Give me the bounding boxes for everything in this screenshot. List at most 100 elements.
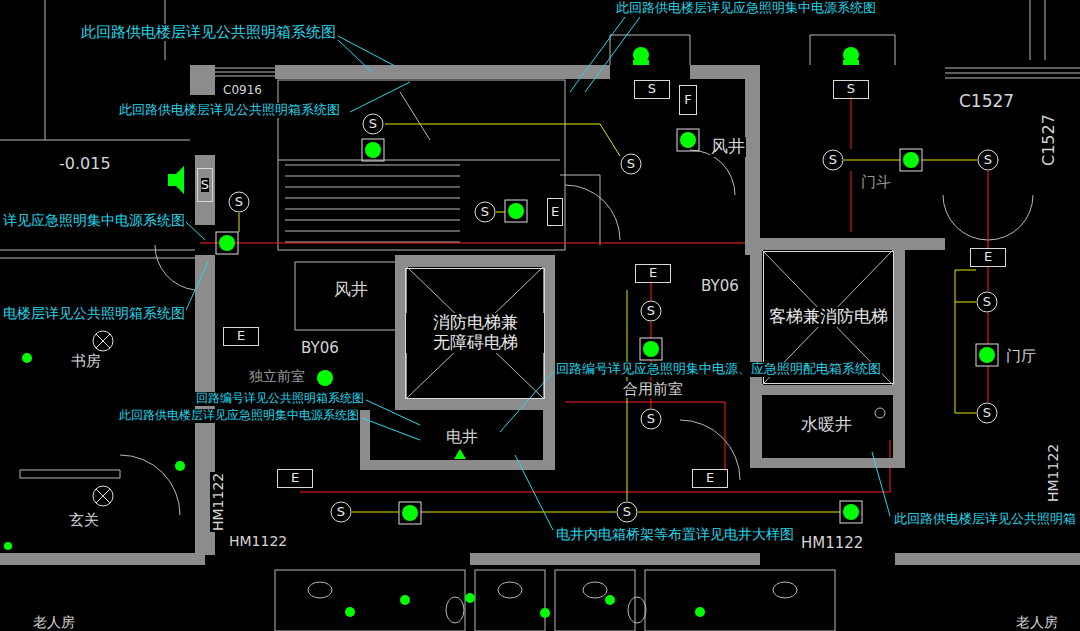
wall <box>750 385 905 395</box>
switch-wire <box>385 124 620 156</box>
leader-line <box>872 452 890 516</box>
wall <box>360 460 555 470</box>
circle-outline <box>229 192 249 212</box>
green-lamp <box>345 607 355 617</box>
architecture-line <box>1030 0 1045 60</box>
architecture-line <box>498 582 522 598</box>
ceiling-lamp <box>216 232 238 254</box>
exit-sign-box: S <box>634 80 670 99</box>
exit-sign-box: S <box>197 168 213 202</box>
emergency-box: E <box>692 469 728 488</box>
room-lamp <box>93 331 113 351</box>
room-label: 玄关 <box>68 512 100 529</box>
wall <box>0 65 1080 565</box>
architecture-line <box>583 582 607 598</box>
green-lamp <box>4 47 859 618</box>
room-label: 风井 <box>710 137 746 157</box>
architecture-line <box>875 408 885 418</box>
switch-circle: S <box>616 501 638 523</box>
switch-wire <box>239 212 505 232</box>
green-lamp <box>465 593 475 603</box>
symbol-letter: S <box>235 195 243 210</box>
annotation-note: 此回路供电楼层详见应急照明集中电源系统图 <box>615 1 877 16</box>
room-label: 合用前室 <box>622 381 684 398</box>
circle-outline <box>977 403 997 423</box>
leader-line <box>570 17 640 92</box>
leader-line <box>362 400 420 440</box>
room-label: HM1122 <box>1045 443 1061 503</box>
room-label: C0916 <box>222 84 263 98</box>
symbol-letter: S <box>983 406 991 421</box>
annotation-note: 此回路供电楼层详见公共照明箱系统图 <box>80 24 337 41</box>
circle-outline <box>978 150 998 170</box>
wall <box>395 398 555 410</box>
ceiling-lamp <box>840 501 862 523</box>
green-lamp <box>695 607 705 617</box>
symbol-letter: E <box>551 205 559 220</box>
switch-circle: S <box>330 501 352 523</box>
wall <box>0 553 205 565</box>
room-label: 门斗 <box>860 174 892 191</box>
architecture-line <box>945 68 1080 78</box>
room-label: C1527 <box>958 92 1015 112</box>
room-label: HM1122 <box>210 472 226 532</box>
architecture-line <box>690 150 735 195</box>
symbol-letter: E <box>237 329 245 344</box>
wall <box>195 155 215 225</box>
circle-outline <box>475 202 495 222</box>
switch-circle: S <box>822 149 844 171</box>
architecture-line <box>565 185 620 240</box>
ceiling-lamp <box>979 347 995 363</box>
architecture-line <box>0 250 195 258</box>
architecture-line <box>0 0 190 140</box>
leader-line <box>186 222 205 240</box>
circle-outline <box>331 502 351 522</box>
exit-sign-box: S <box>833 80 869 99</box>
symbol-letter: S <box>984 153 992 168</box>
emergency-box: E <box>970 248 1006 267</box>
wall <box>275 65 610 79</box>
green-lamp <box>605 595 615 605</box>
switch-circle: S <box>977 149 999 171</box>
green-lamp <box>317 370 333 386</box>
architecture-line <box>308 582 332 598</box>
switch-circle: S <box>474 201 496 223</box>
architecture-line <box>155 245 195 290</box>
ceiling-lamp <box>643 341 659 357</box>
symbol-letter: S <box>648 82 656 97</box>
symbol-letter: S <box>627 157 635 172</box>
switch-wire <box>352 512 840 513</box>
fire-box: F <box>679 85 697 115</box>
green-lamp <box>168 166 184 194</box>
symbol-letter: F <box>684 93 691 108</box>
symbol-letter: S <box>847 82 855 97</box>
ceiling-lamp <box>399 502 421 524</box>
symbol-letter: S <box>337 505 345 520</box>
leader-line <box>350 82 410 112</box>
wall <box>750 238 945 250</box>
room-label: 老人房 <box>32 614 76 630</box>
elevator-name: 消防电梯兼 无障碍电梯 <box>406 313 544 352</box>
wall <box>750 458 905 468</box>
ceiling-lamp <box>903 152 919 168</box>
wall <box>395 255 555 267</box>
architecture-line <box>446 597 464 623</box>
symbol-letter: S <box>201 178 209 193</box>
architecture-line <box>285 165 460 242</box>
circle-outline <box>823 150 843 170</box>
symbol-letter: S <box>481 205 489 220</box>
symbol-letter: S <box>647 304 655 319</box>
leader-line <box>186 262 208 310</box>
architecture-line <box>810 35 895 65</box>
architecture-line <box>773 582 797 598</box>
symbol-letter: E <box>984 250 992 265</box>
emergency-box: E <box>547 198 563 226</box>
architecture-line <box>295 262 400 330</box>
green-lamp <box>22 353 32 363</box>
architecture-line <box>645 570 835 631</box>
room-label: 书房 <box>70 353 102 370</box>
room-lamp <box>96 334 110 348</box>
room-label: 电井 <box>445 428 479 446</box>
room-label: 独立前室 <box>248 368 306 384</box>
emergency-box: E <box>277 469 313 488</box>
